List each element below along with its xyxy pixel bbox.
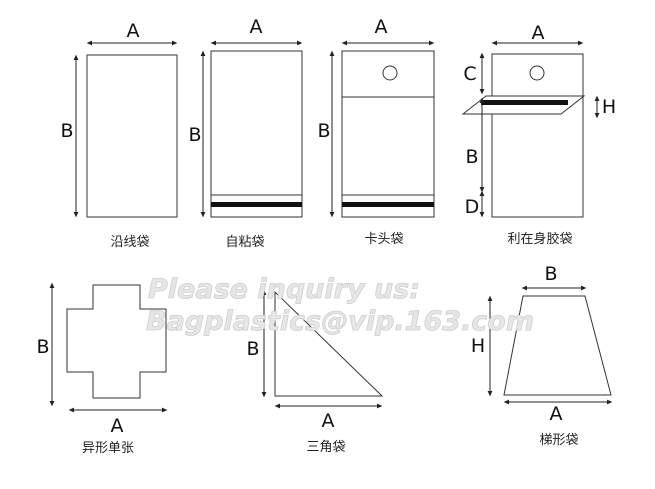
- bag-outline: [491, 53, 584, 218]
- height-label: B: [317, 120, 330, 142]
- adhesive-strip: [342, 202, 434, 207]
- height-label: B: [60, 120, 73, 142]
- caption: 异形单张: [82, 441, 134, 456]
- adhesive-strip: [211, 202, 302, 207]
- width-label: A: [111, 415, 124, 437]
- width-label: A: [322, 410, 335, 432]
- caption: 沿线袋: [110, 235, 149, 250]
- watermark-line-1: Please inquiry us:: [148, 274, 420, 305]
- top-label: C: [463, 63, 476, 85]
- height-label: H: [471, 335, 485, 357]
- caption: 自粘袋: [225, 235, 264, 250]
- trapezoid-outline: [503, 295, 612, 396]
- height-label: B: [246, 338, 259, 360]
- top-width-label: B: [544, 263, 557, 285]
- hang-hole: [382, 65, 398, 81]
- caption: 梯形袋: [539, 433, 578, 448]
- height-label: B: [36, 336, 49, 358]
- watermark: Please inquiry us: Bagplastics@vip.163.c…: [146, 274, 535, 338]
- bag-outline: [210, 50, 303, 218]
- caption: 利在身胶袋: [507, 231, 572, 247]
- trapezoid-bag-diagram: B H A 梯形袋: [471, 263, 613, 448]
- height-label: B: [465, 146, 478, 168]
- flat-bag-diagram: A B 沿线袋: [60, 20, 178, 250]
- cross-outline: [66, 284, 167, 399]
- width-label: A: [250, 16, 263, 38]
- self-adhesive-bag-diagram: A B 自粘袋: [188, 16, 303, 250]
- caption: 卡头袋: [364, 232, 403, 247]
- flap-label: H: [602, 96, 616, 118]
- body-adhesive-bag-diagram: A C H B D 利在身胶袋: [461, 22, 616, 247]
- caption: 三角袋: [306, 440, 345, 455]
- triangle-outline: [274, 290, 384, 397]
- width-label: A: [532, 22, 545, 44]
- bottom-width-label: A: [550, 403, 563, 425]
- hang-hole: [529, 65, 545, 81]
- adhesive-strip: [481, 100, 568, 105]
- bottom-label: D: [465, 196, 480, 218]
- width-label: A: [127, 20, 140, 42]
- height-label: B: [188, 124, 201, 146]
- bag-outline: [341, 50, 435, 218]
- watermark-line-2: Bagplastics@vip.163.com: [146, 306, 534, 337]
- width-label: A: [375, 16, 388, 38]
- triangle-bag-diagram: B A 三角袋: [246, 289, 384, 455]
- bag-outline: [86, 54, 178, 218]
- cross-shape-sheet-diagram: B A 异形单张: [36, 282, 168, 456]
- header-card-bag-diagram: A B 卡头袋: [317, 16, 435, 247]
